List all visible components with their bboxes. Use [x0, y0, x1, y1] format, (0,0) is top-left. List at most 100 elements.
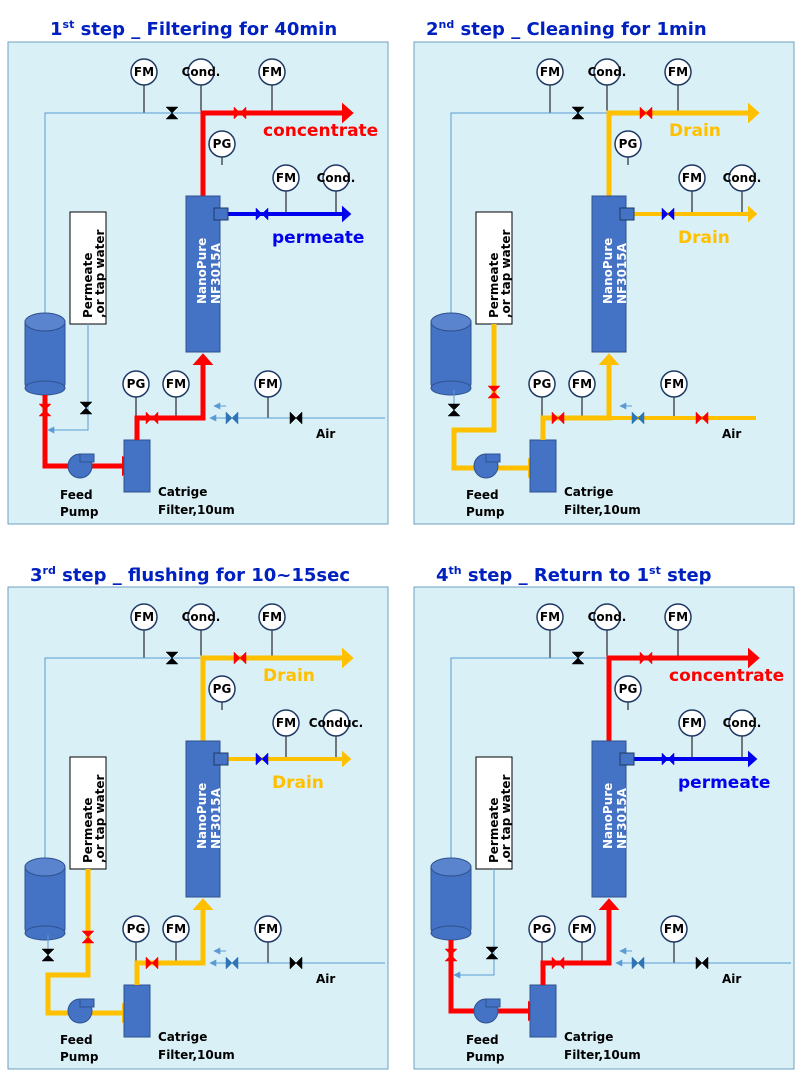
feed-pipe	[540, 365, 612, 440]
feed-pump-outlet	[79, 453, 95, 463]
valve-icon	[631, 956, 645, 970]
gauge-circle	[254, 370, 282, 398]
feed-tank-bottom	[24, 380, 66, 396]
tank-label-2: ,or tap water	[499, 774, 513, 863]
pressure-gauge: PG	[614, 675, 642, 710]
gauge-label: FM	[668, 610, 688, 624]
gauge-label: FM	[262, 65, 282, 79]
conductivity-meter: Cond.	[588, 58, 627, 113]
permeate-pipe-arrowhead	[748, 750, 758, 768]
tank-label-box	[475, 211, 513, 325]
flow-meter: FM	[678, 164, 706, 214]
recycle-line	[41, 657, 205, 866]
step-title: 2nd step _ Cleaning for 1min	[426, 18, 707, 40]
module-port	[619, 207, 635, 221]
title-part: 4	[436, 565, 449, 586]
air-label: Air	[722, 427, 741, 441]
valve-icon	[639, 651, 653, 665]
filter-label-1: Catrige	[564, 485, 613, 499]
conductivity-meter: Cond.	[317, 164, 355, 214]
pressure-gauge: PG	[122, 370, 150, 418]
module-name: NanoPure	[601, 238, 615, 304]
step-title: 3rd step _ flushing for 10~15sec	[30, 564, 350, 586]
feed-tank-top	[24, 312, 66, 332]
permeate-label: Drain	[272, 773, 324, 793]
valve-icon	[81, 930, 95, 944]
valve-icon	[79, 401, 93, 415]
title-part: step _ Return to 1	[462, 565, 649, 586]
concentrate-pipe	[200, 655, 342, 741]
pressure-gauge: PG	[528, 915, 556, 963]
valve-icon	[447, 403, 461, 417]
flow-meter: FM	[536, 58, 564, 113]
valve-icon	[165, 651, 179, 665]
membrane-module	[185, 740, 221, 898]
gauge-circle	[614, 675, 642, 703]
valve-icon	[571, 651, 585, 665]
air-label: Air	[722, 972, 741, 986]
filter-label-2: Filter,10um	[564, 1048, 641, 1062]
gauge-circle	[187, 58, 215, 86]
gauge-circle	[593, 603, 621, 631]
feed-pipe	[540, 910, 612, 985]
tank-label-2: ,or tap water	[93, 229, 107, 318]
concentrate-pipe-arrowhead	[342, 102, 354, 124]
permeate-label: permeate	[272, 228, 364, 248]
tank-outlet-pipe	[42, 395, 122, 469]
pump-label-1: Feed	[466, 1033, 499, 1047]
title-part: step _ Filtering for 40min	[74, 19, 337, 40]
feed-tank-top	[430, 857, 472, 877]
gauge-circle	[258, 58, 286, 86]
membrane-module	[591, 195, 627, 353]
pump-label-2: Pump	[466, 1050, 505, 1064]
gauge-circle	[258, 603, 286, 631]
permeate-label: Drain	[678, 228, 730, 248]
pump-label-2: Pump	[60, 505, 99, 519]
gauge-label: PG	[213, 682, 232, 696]
flow-meter: FM	[254, 370, 282, 418]
concentrate-pipe-arrowhead	[748, 647, 760, 669]
recycle-line	[41, 112, 205, 321]
tap-water-line	[47, 324, 89, 434]
gauge-label: Cond.	[588, 65, 627, 79]
gauge-label: PG	[127, 922, 146, 936]
valve-icon	[165, 106, 179, 120]
pressure-gauge: PG	[122, 915, 150, 963]
feed-pipe-arrowhead	[598, 353, 620, 365]
gauge-circle	[272, 164, 300, 192]
permeate-pipe-arrowhead	[748, 205, 758, 223]
tank-label-2: ,or tap water	[93, 774, 107, 863]
gauge-circle	[208, 130, 236, 158]
pump-label-2: Pump	[466, 505, 505, 519]
gauge-label: Cond.	[182, 610, 221, 624]
tap-water-line	[453, 869, 495, 979]
air-label: Air	[316, 427, 335, 441]
gauge-circle	[728, 164, 756, 192]
tank-label-1: Permeate	[81, 253, 95, 318]
gauge-circle	[122, 915, 150, 943]
feed-pipe-arrowhead	[192, 898, 214, 910]
title-part: rd	[43, 564, 56, 577]
conductivity-meter: Cond.	[723, 709, 761, 759]
gauge-label: FM	[664, 377, 684, 391]
gauge-label: PG	[533, 922, 552, 936]
concentrate-label: concentrate	[669, 666, 784, 686]
gauge-label: FM	[664, 922, 684, 936]
module-model: NF3015A	[615, 242, 629, 304]
feed-tank-bottom	[430, 925, 472, 941]
gauge-circle	[660, 370, 688, 398]
flow-meter: FM	[568, 915, 596, 963]
valve-icon	[41, 948, 55, 962]
feed-tank-top	[24, 857, 66, 877]
gauge-circle	[728, 709, 756, 737]
membrane-module	[591, 740, 627, 898]
title-part: 3	[30, 565, 43, 586]
valve-icon	[551, 956, 565, 970]
valve-icon	[631, 411, 645, 425]
gauge-label: PG	[619, 137, 638, 151]
title-part: step _ flushing for 10~15sec	[56, 565, 350, 586]
valve-icon	[255, 752, 269, 766]
valve-icon	[233, 651, 247, 665]
gauge-circle	[678, 709, 706, 737]
